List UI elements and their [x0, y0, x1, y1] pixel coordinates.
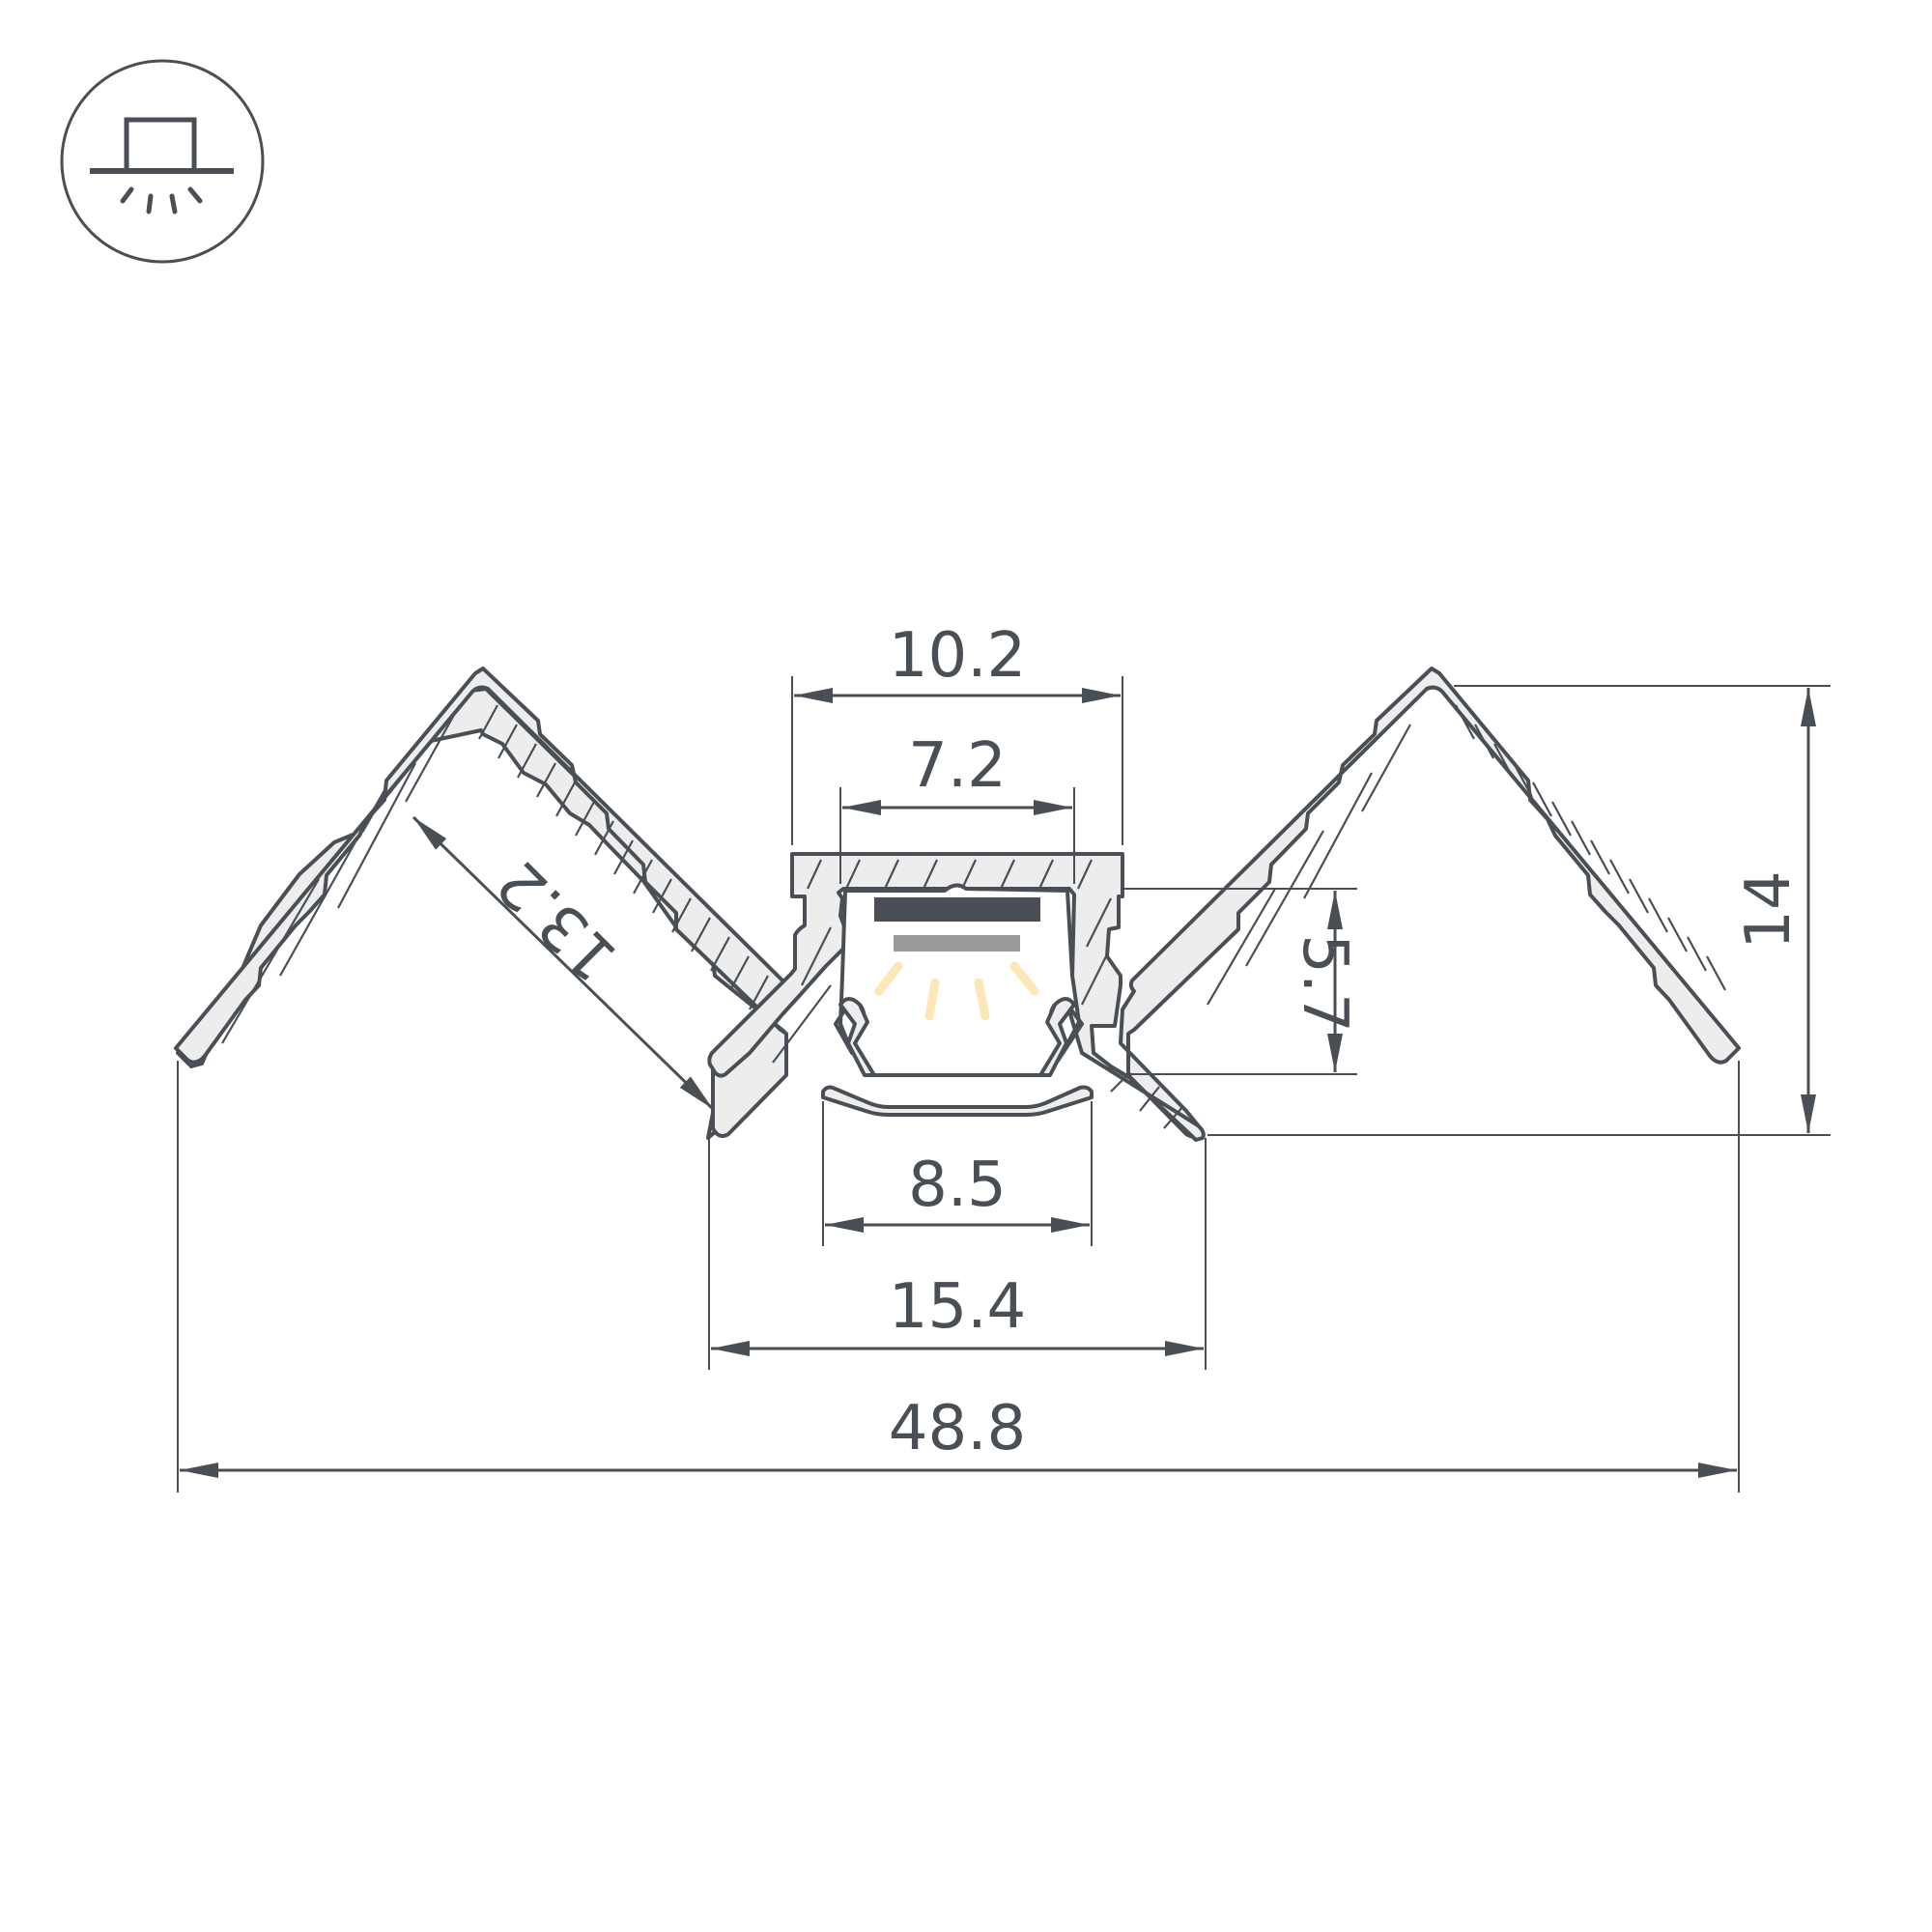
right-wing-body [1119, 667, 1741, 1139]
central-channel [707, 852, 1206, 1142]
dim-label-total-width: 48.8 [889, 1393, 1027, 1464]
dimension-lines [180, 688, 1816, 1478]
dim-label-channel-depth: 5.7 [1289, 934, 1360, 1033]
dim-label-top-flange: 10.2 [889, 620, 1027, 692]
extension-lines [177, 676, 1831, 1492]
dim-label-channel-inner: 7.2 [908, 730, 1007, 802]
dim-label-diffuser: 8.5 [908, 1150, 1007, 1221]
light-rays-icon [874, 961, 1039, 1021]
dim-line-wing [412, 815, 715, 1111]
led-pcb-bar [894, 935, 1020, 952]
dim-label-base: 15.4 [889, 1271, 1027, 1343]
surface-mount-light-icon [60, 59, 265, 264]
dim-label-total-height: 14 [1733, 870, 1804, 949]
left-wing-body [174, 667, 788, 1138]
dim-label-wing-length: 13.2 [484, 846, 632, 994]
led-chip-bar [874, 897, 1040, 922]
